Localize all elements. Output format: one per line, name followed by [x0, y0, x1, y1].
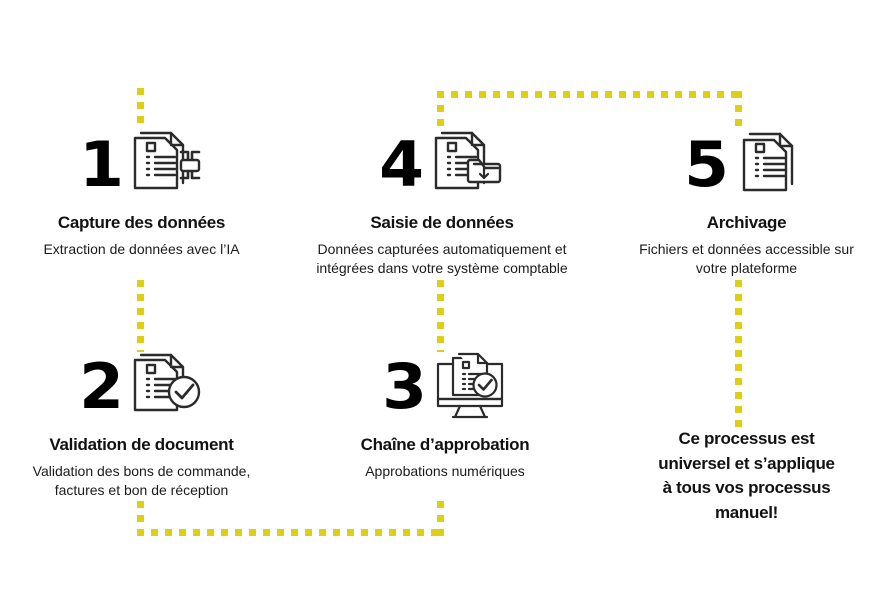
connector-step5-down: [735, 91, 742, 133]
documents-folder-download-icon: [434, 131, 501, 190]
connector-step1-to-step2: [137, 280, 144, 352]
step-3-header: 3: [300, 348, 590, 426]
step-3: 3 Chaîne d’approbation Approbations numé…: [300, 348, 590, 481]
step-3-number: 3: [382, 349, 428, 423]
step-4: 4 Saisie de données Données capturées au…: [297, 126, 587, 278]
connector-entry-top: [137, 88, 144, 130]
step-3-description: Approbations numériques: [365, 463, 525, 479]
closing-note-line-2: universel et s’applique: [658, 453, 835, 473]
step-1-title: Capture des données: [57, 213, 226, 232]
connector-step4-up: [437, 91, 444, 133]
step-5-header: 5: [600, 126, 893, 204]
monitor-document-check-icon: [436, 352, 503, 419]
closing-note-line-4: manuel!: [714, 502, 779, 522]
connector-step5-to-note: [735, 280, 742, 428]
connector-step3-to-step4: [437, 280, 444, 352]
connector-step2-to-step3: [137, 529, 444, 536]
step-1-description: Extraction de données avec l’IA: [43, 241, 240, 257]
documents-scan-icon: [133, 131, 201, 190]
closing-note: Ce processus est universel et s’applique…: [600, 427, 893, 526]
closing-note-line-1: Ce processus est: [678, 429, 815, 448]
step-4-description: Données capturées automatiquement et int…: [316, 241, 568, 276]
closing-note-line-3: à tous vos processus: [662, 478, 831, 498]
document-check-icon: [133, 353, 201, 412]
step-1-number: 1: [79, 127, 124, 201]
step-1-header: 1: [0, 126, 283, 204]
step-2: 2 Validation de document Validation des …: [0, 348, 283, 500]
step-4-number: 4: [379, 127, 425, 201]
step-1: 1 Capture des données Extraction de donn…: [0, 126, 283, 259]
step-2-header: 2: [0, 348, 283, 426]
step-3-title: Chaîne d’approbation: [360, 435, 530, 454]
step-4-header: 4: [297, 126, 587, 204]
step-2-title: Validation de document: [49, 435, 234, 454]
step-2-number: 2: [79, 349, 124, 423]
step-4-title: Saisie de données: [370, 213, 514, 232]
step-5: 5 Archivage Fichiers et données accessib…: [600, 126, 893, 278]
connector-step3-up: [437, 501, 444, 536]
documents-stack-icon: [742, 132, 794, 192]
connector-step2-down: [137, 501, 144, 536]
step-5-description: Fichiers et données accessible sur votre…: [639, 241, 854, 276]
step-2-description: Validation des bons de commande, facture…: [32, 463, 251, 498]
connector-step4-to-step5: [437, 91, 742, 98]
step-5-title: Archivage: [706, 213, 787, 232]
step-5-number: 5: [684, 127, 729, 201]
